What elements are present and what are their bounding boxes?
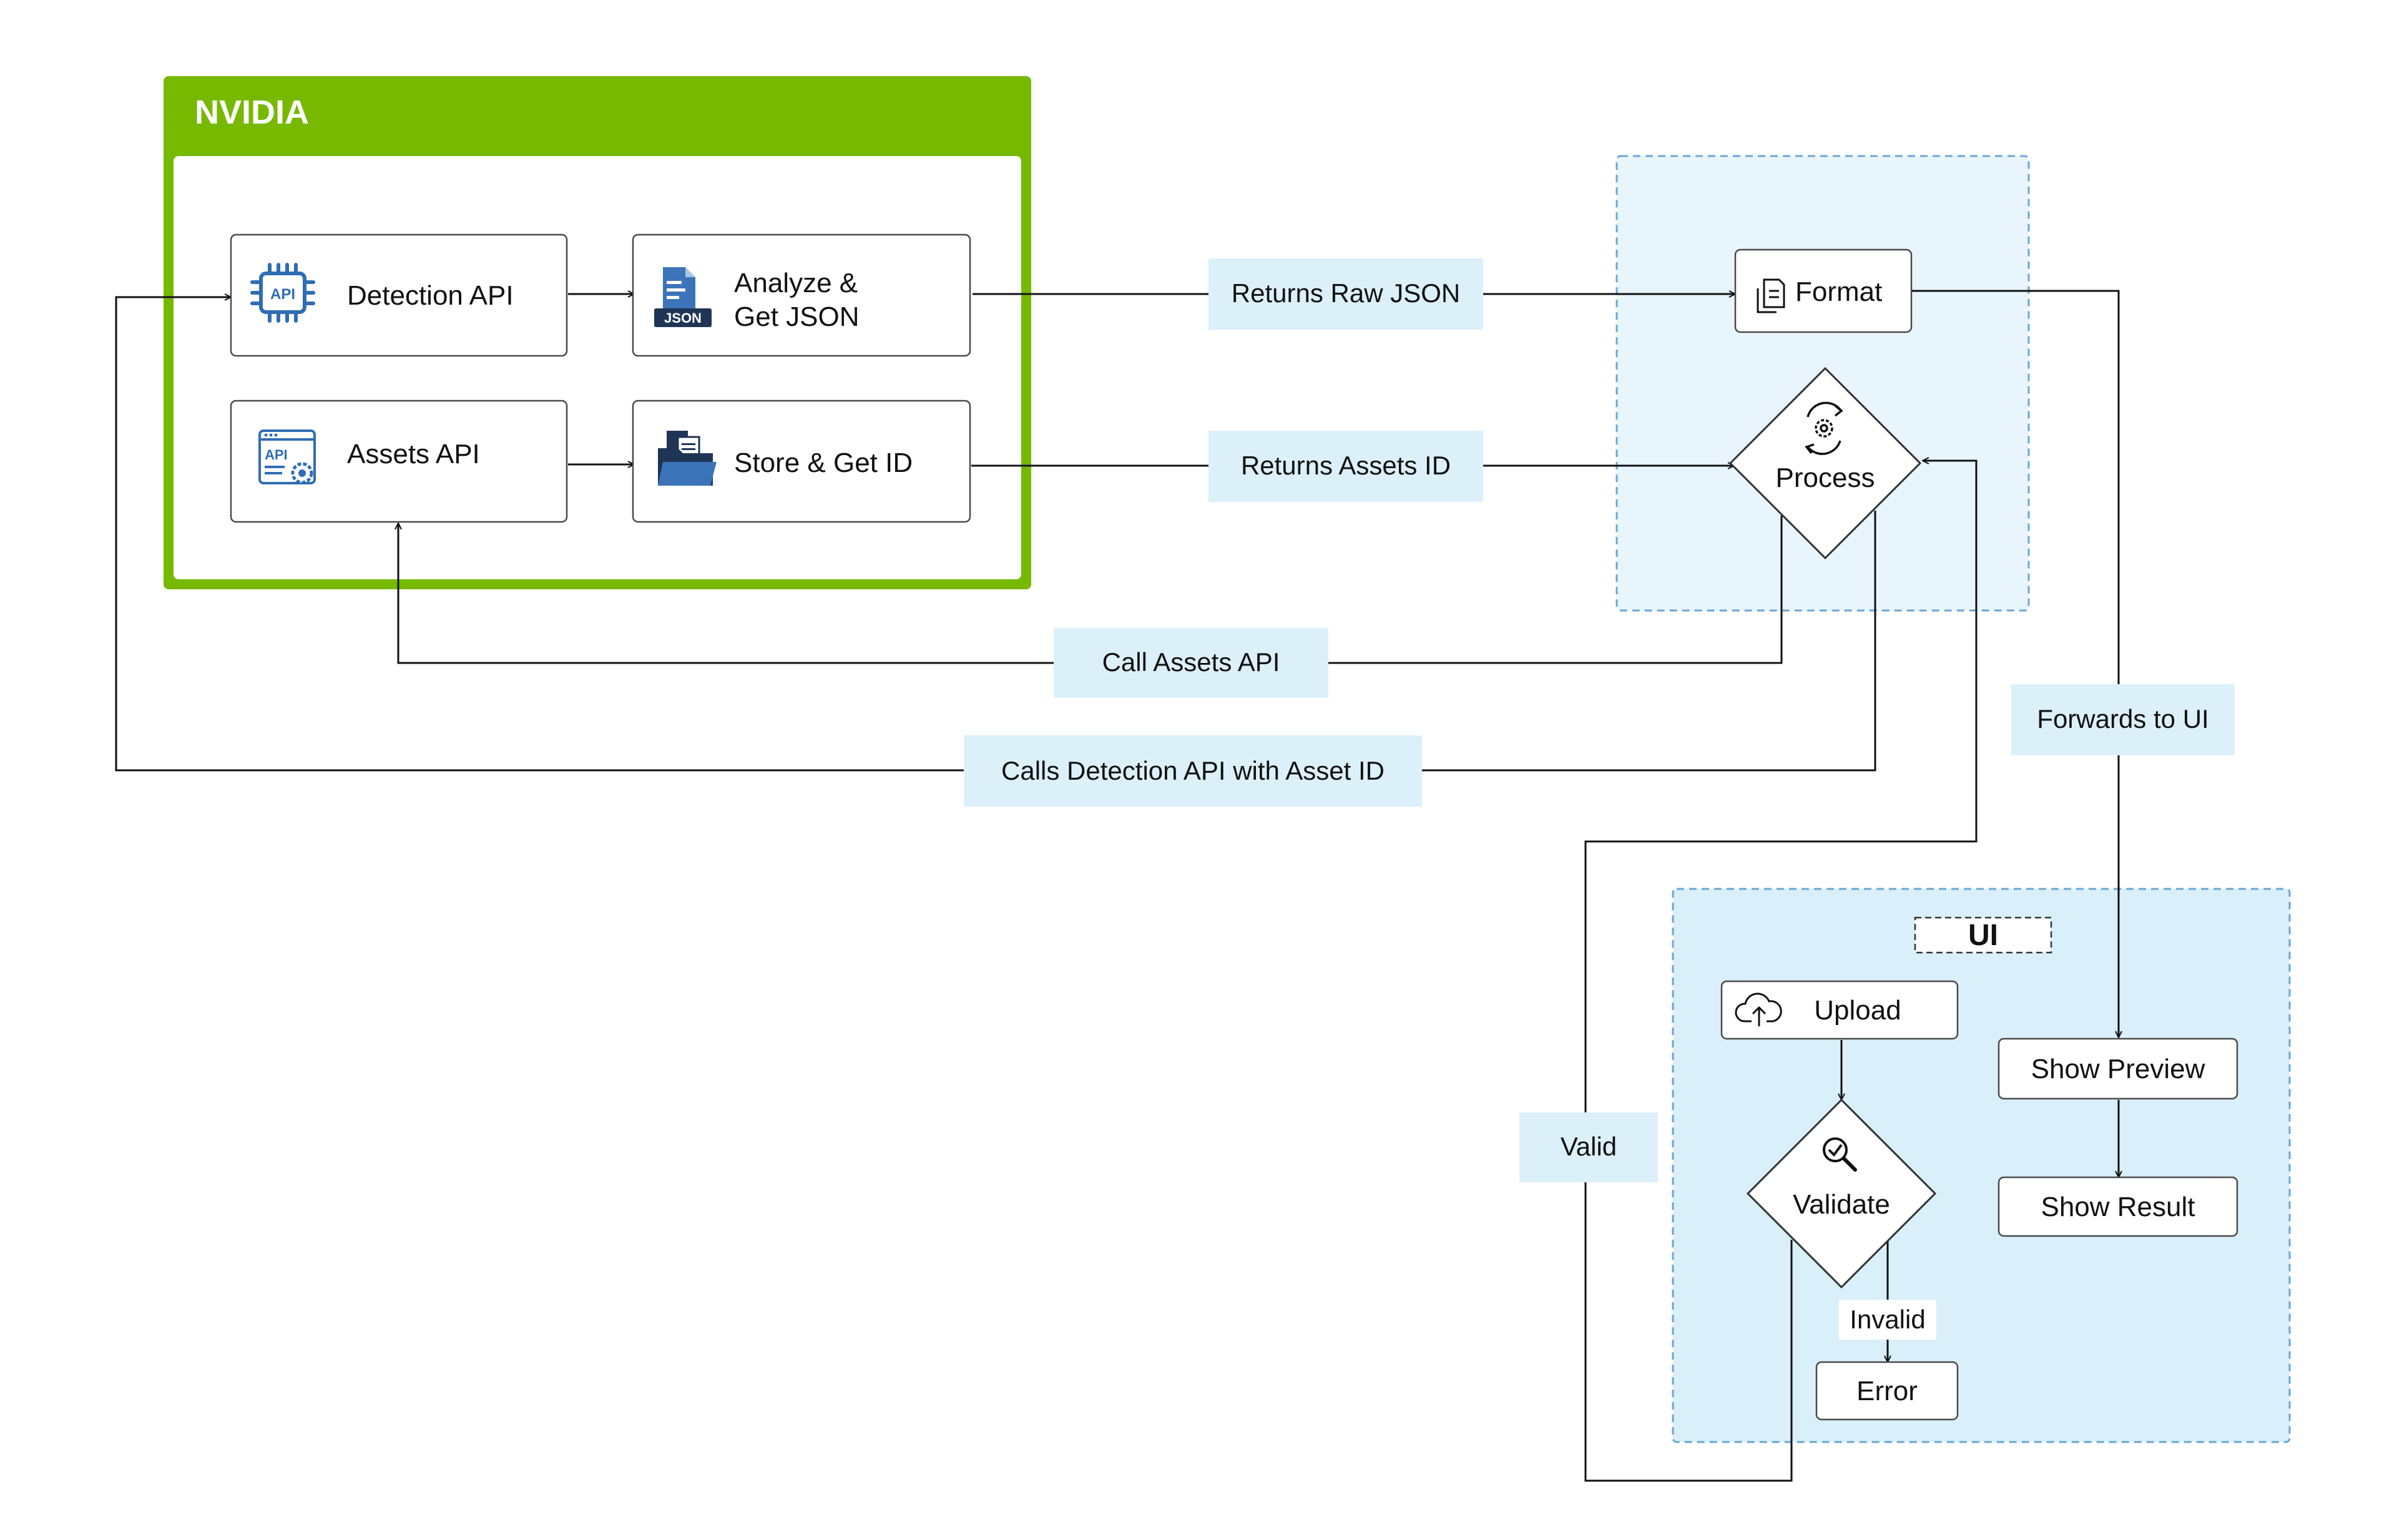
- edge-validate-to-process: [1584, 461, 1978, 1482]
- process-label: Process: [1776, 463, 1875, 493]
- ui-zone: [1672, 888, 2291, 1443]
- cloud-upload-icon: [1735, 993, 1782, 1026]
- show-preview-node[interactable]: Show Preview: [1998, 1037, 2238, 1100]
- edge-label-invalid: Invalid: [1839, 1300, 1936, 1340]
- edge-label-forwards-to-ui: Forwards to UI: [2011, 684, 2235, 755]
- edge-label-returns-raw-json: Returns Raw JSON: [1208, 258, 1483, 330]
- format-label: Format: [1795, 277, 1882, 307]
- analyze-label-line1: Analyze &: [734, 268, 858, 298]
- edge-format-to-show-preview: [1911, 290, 2119, 1037]
- svg-text:Returns Raw JSON: Returns Raw JSON: [1232, 278, 1460, 308]
- edge-process-to-detection-api: [115, 297, 1876, 772]
- svg-text:Calls Detection API with Asset: Calls Detection API with Asset ID: [1001, 756, 1385, 785]
- upload-node[interactable]: Upload: [1720, 980, 1959, 1040]
- svg-text:JSON: JSON: [664, 310, 702, 326]
- edge-label-valid: Valid: [1519, 1112, 1658, 1182]
- svg-text:API: API: [265, 447, 288, 463]
- store-get-id-label: Store & Get ID: [734, 448, 913, 478]
- analyze-json-node[interactable]: JSON Analyze & Get JSON: [632, 233, 971, 357]
- magnifier-check-icon: [1823, 1137, 1857, 1172]
- upload-label: Upload: [1814, 995, 1901, 1026]
- assets-api-label: Assets API: [347, 439, 480, 469]
- api-chip-icon: API: [250, 263, 315, 323]
- svg-text:Valid: Valid: [1561, 1132, 1617, 1161]
- document-icon: [1757, 278, 1785, 313]
- edge-label-calls-detection-api: Calls Detection API with Asset ID: [964, 735, 1422, 807]
- edge-label-call-assets-api: Call Assets API: [1054, 628, 1328, 698]
- svg-text:API: API: [270, 286, 295, 303]
- ui-title-label: UI: [1968, 919, 1998, 952]
- assets-api-node[interactable]: API Assets API: [230, 400, 568, 523]
- format-node[interactable]: Format: [1734, 248, 1913, 333]
- svg-text:Returns Assets ID: Returns Assets ID: [1241, 451, 1451, 480]
- nvidia-title: NVIDIA: [195, 94, 309, 131]
- svg-text:Call Assets API: Call Assets API: [1102, 647, 1280, 677]
- folder-documents-icon: [658, 431, 717, 486]
- svg-text:Forwards to UI: Forwards to UI: [2037, 704, 2208, 733]
- api-window-gear-icon: API: [258, 429, 316, 484]
- json-document-icon: JSON: [654, 267, 712, 327]
- sync-gear-icon: [1805, 401, 1843, 455]
- svg-text:Invalid: Invalid: [1850, 1305, 1925, 1334]
- show-result-node[interactable]: Show Result: [1998, 1176, 2238, 1237]
- analyze-label-line2: Get JSON: [734, 302, 860, 332]
- ui-title-box: [1914, 916, 2052, 954]
- process-decision[interactable]: Process: [1728, 366, 1922, 560]
- validate-label: Validate: [1793, 1189, 1890, 1220]
- detection-api-node[interactable]: API Detection API: [230, 233, 568, 357]
- error-label: Error: [1856, 1376, 1918, 1406]
- ui-zone-title: UI: [1914, 916, 2052, 954]
- validate-decision[interactable]: Validate: [1746, 1098, 1937, 1289]
- edge-label-returns-assets-id: Returns Assets ID: [1208, 431, 1483, 502]
- store-get-id-node[interactable]: Store & Get ID: [632, 400, 971, 523]
- error-node[interactable]: Error: [1815, 1361, 1959, 1421]
- detection-api-label: Detection API: [347, 280, 514, 311]
- show-preview-label: Show Preview: [2031, 1054, 2205, 1084]
- show-result-label: Show Result: [2041, 1192, 2195, 1222]
